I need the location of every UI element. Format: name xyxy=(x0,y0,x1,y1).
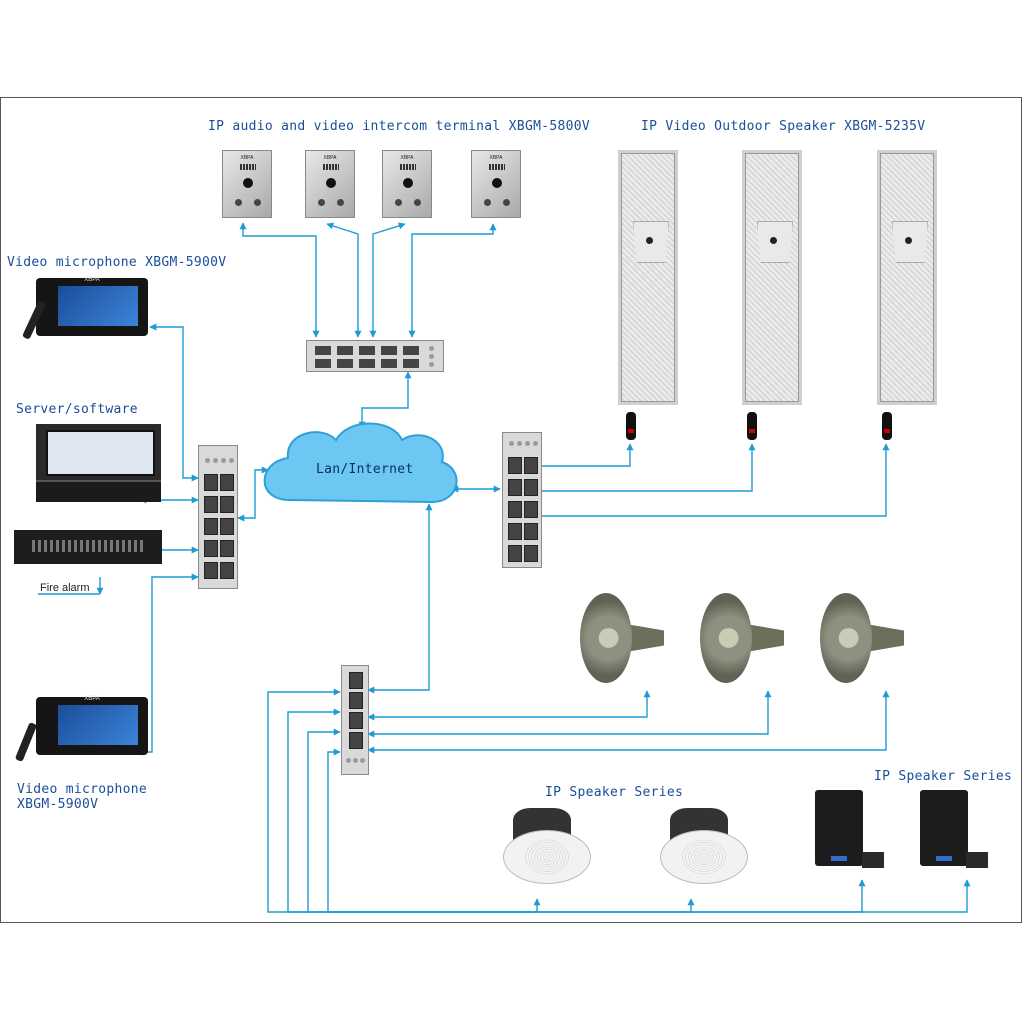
horn-speaker-icon xyxy=(580,593,664,683)
ip-speaker-series-left-label: IP Speaker Series xyxy=(545,785,684,800)
wire-ceiling-2 xyxy=(287,708,695,913)
intercom-label: IP audio and video intercom terminal XBG… xyxy=(208,119,590,134)
wire-outdoor-1 xyxy=(534,443,634,470)
wire-horn-1 xyxy=(367,690,651,721)
column-speaker-icon xyxy=(618,150,678,405)
wire-horn-3 xyxy=(367,690,890,754)
wire-wall-1 xyxy=(307,728,866,913)
brand-text: XBPA xyxy=(84,277,100,283)
column-speaker-icon xyxy=(877,150,937,405)
network-switch-icon xyxy=(306,340,444,372)
brand-text: XBPA xyxy=(400,155,414,161)
connector-plug-icon xyxy=(882,412,892,440)
server-label: Server/software xyxy=(16,402,138,417)
amplifier-icon xyxy=(14,530,162,564)
wire-left-switch-cloud xyxy=(237,466,269,522)
wire-horn-2 xyxy=(367,690,772,738)
server-icon xyxy=(36,424,161,502)
horn-speaker-icon xyxy=(700,593,784,683)
wire-outdoor-2 xyxy=(534,443,756,495)
wire-intercom-4 xyxy=(408,223,497,338)
outdoor-speaker-label: IP Video Outdoor Speaker XBGM-5235V xyxy=(641,119,926,134)
wire-wall-2 xyxy=(327,748,971,913)
ip-speaker-series-right-label: IP Speaker Series xyxy=(874,769,1013,784)
connector-plug-icon xyxy=(747,412,757,440)
wire-intercom-2 xyxy=(326,222,362,338)
video-microphone-icon: XBPA xyxy=(36,696,148,755)
intercom-terminal-icon: XBPA xyxy=(305,150,355,218)
network-switch-icon xyxy=(198,445,238,589)
network-switch-icon xyxy=(502,432,542,568)
poe-module-icon xyxy=(862,852,884,868)
video-mic-bottom-label-2: XBGM-5900V xyxy=(17,797,99,812)
brand-text: XBPA xyxy=(84,696,100,702)
video-mic-top-label: Video microphone XBGM-5900V xyxy=(7,255,227,270)
connector-plug-icon xyxy=(626,412,636,440)
column-speaker-icon xyxy=(742,150,802,405)
intercom-terminal-icon: XBPA xyxy=(471,150,521,218)
brand-text: XBPA xyxy=(489,155,503,161)
cloud-icon xyxy=(263,422,458,504)
fire-alarm-label: Fire alarm xyxy=(40,582,90,594)
intercom-terminal-icon: XBPA xyxy=(222,150,272,218)
poe-module-icon xyxy=(966,852,988,868)
diagram-frame xyxy=(0,97,1022,923)
wire-switch-cloud xyxy=(358,371,412,429)
brand-text: XBPA xyxy=(323,155,337,161)
wire-lower-cloud xyxy=(367,503,433,694)
ceiling-speaker-icon xyxy=(503,808,591,884)
wall-speaker-icon xyxy=(920,790,968,866)
wire-outdoor-3 xyxy=(534,443,890,520)
wire-mic-top xyxy=(149,323,199,482)
wire-intercom-1 xyxy=(239,222,320,338)
brand-text: XBPA xyxy=(240,155,254,161)
ceiling-speaker-icon xyxy=(660,808,748,884)
video-microphone-icon: XBPA xyxy=(36,277,148,336)
cloud-label: Lan/Internet xyxy=(316,462,414,477)
wire-ceiling-1 xyxy=(267,688,541,913)
network-switch-icon xyxy=(341,665,369,775)
video-mic-bottom-label-1: Video microphone xyxy=(17,782,148,797)
intercom-terminal-icon: XBPA xyxy=(382,150,432,218)
wall-speaker-icon xyxy=(815,790,863,866)
horn-speaker-icon xyxy=(820,593,904,683)
wire-intercom-3 xyxy=(369,222,406,338)
